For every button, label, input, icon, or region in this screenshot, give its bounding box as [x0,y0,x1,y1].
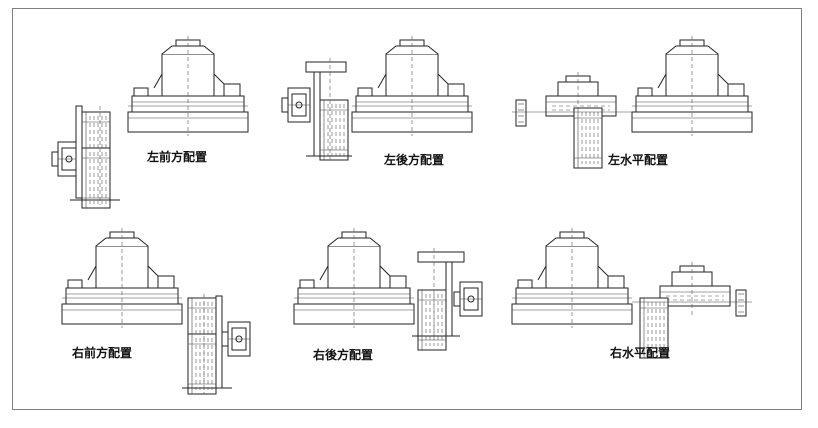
diagram-frame [12,8,802,410]
drawing-right-horizontal [511,227,752,359]
drawing-left-rear [281,35,473,161]
label-left-rear: 左後方配置 [384,153,445,167]
drawing-right-rear [293,227,483,351]
drawing-left-horizontal [512,35,753,169]
label-right-rear: 右後方配置 [313,348,374,362]
drawing-right-front [61,227,251,395]
label-left-horizontal: 左水平配置 [608,153,669,167]
drawing-left-front [51,35,249,209]
label-left-front: 左前方配置 [147,150,208,164]
label-right-front: 右前方配置 [72,346,133,360]
label-right-horizontal: 右水平配置 [610,346,671,360]
